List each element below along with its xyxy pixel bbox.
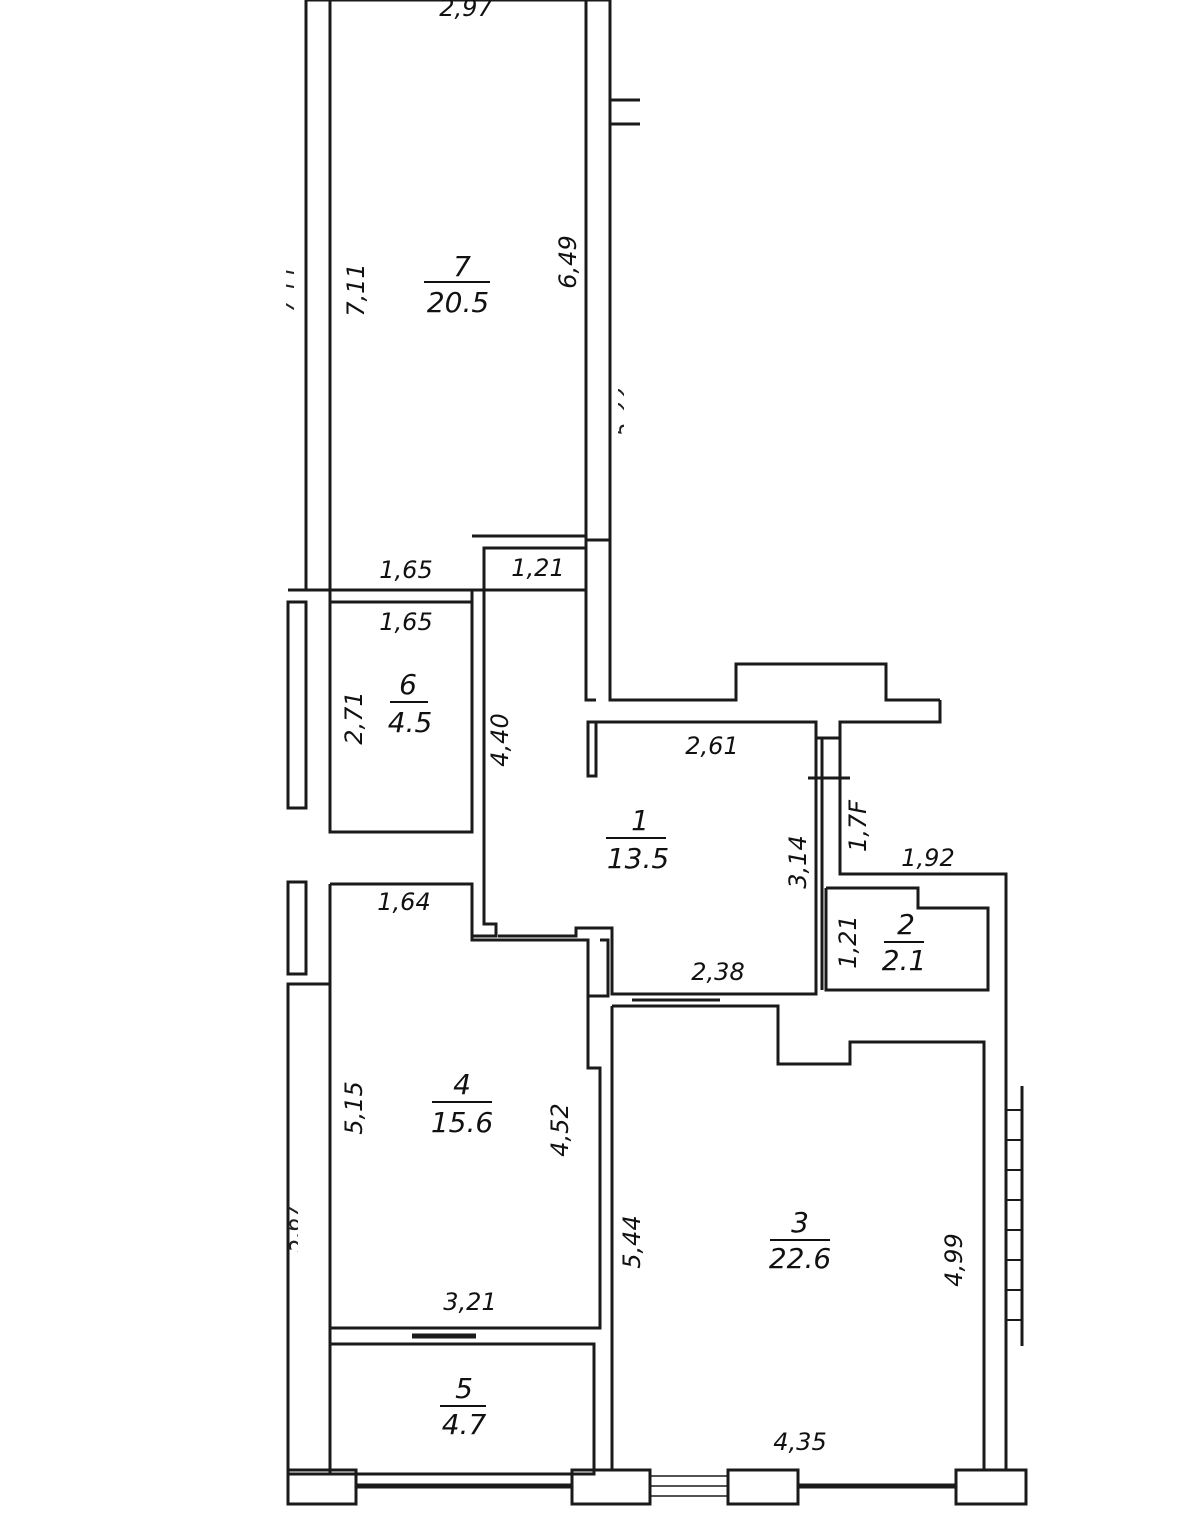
room-5-number: 5	[455, 1372, 473, 1405]
room-4-outline	[328, 882, 602, 1330]
dimension-labels: 2,97 7,11 6,49 1,65 1,65 2,71 1,21 4,40 …	[279, 0, 968, 1456]
balcony-rail-ticks	[1006, 1109, 1022, 1321]
room-1-area: 13.5	[607, 842, 669, 875]
right-partition-upper	[586, 0, 640, 102]
right-partition-main	[608, 122, 940, 702]
room-7-number: 7	[453, 250, 471, 283]
right-partition-inner	[584, 540, 596, 702]
dim-r4-bottom: 3,21	[443, 1288, 496, 1316]
room-3-area: 22.6	[769, 1242, 831, 1275]
room-1-outline	[586, 700, 942, 778]
dim-outer-left-upper: 7,11	[279, 266, 304, 315]
dim-r1-top: 2,61	[685, 732, 738, 760]
dim-outer-mid: 5,22	[611, 388, 636, 437]
dim-r3-right: 4,99	[940, 1233, 968, 1286]
room-6-area: 4.5	[388, 706, 433, 739]
room-7-right-wall	[584, 0, 612, 542]
room-6-number: 6	[399, 668, 417, 701]
dim-r3-left: 5,44	[618, 1215, 646, 1268]
corridor-outline	[330, 534, 588, 938]
room-7-area: 20.5	[427, 286, 489, 319]
room-3-number: 3	[791, 1206, 809, 1239]
dim-r4-right: 4,52	[546, 1103, 574, 1156]
partition-7-6	[328, 588, 474, 604]
dim-r4-left: 5,15	[340, 1081, 368, 1134]
room-4-number: 4	[453, 1068, 471, 1101]
walls	[286, 0, 1028, 1506]
dim-r7-right: 6,49	[554, 235, 582, 288]
bottom-pier-4	[954, 1468, 1028, 1506]
room-1-number: 1	[631, 804, 649, 837]
dim-r6-left: 2,71	[340, 691, 368, 744]
room-5-area: 4.7	[442, 1408, 487, 1441]
room-2-number: 2	[897, 908, 915, 941]
dim-r7-bottom: 1,65	[379, 556, 432, 584]
room-2-area: 2.1	[882, 944, 927, 977]
left-exterior-wall-mid	[286, 600, 308, 810]
dim-r7-top: 2,97	[439, 0, 493, 22]
dim-bath-side: 1,7F	[844, 799, 872, 852]
dim-r7-left: 7,11	[342, 263, 370, 316]
dim-r3-bottom: 4,35	[773, 1428, 826, 1456]
bath-right	[838, 738, 1008, 1470]
room-3-outline	[612, 1004, 986, 1472]
dim-corridor-left: 4,40	[486, 713, 514, 766]
dim-r2-top: 1,92	[901, 844, 954, 872]
room-1-right	[498, 738, 818, 996]
room-4-jog	[588, 938, 610, 998]
dim-r1-bottom: 2,38	[691, 958, 744, 986]
room-2-outline	[824, 886, 990, 992]
dim-r2-left: 1,21	[834, 915, 862, 968]
bottom-pier-3	[726, 1468, 800, 1506]
room-4-area: 15.6	[431, 1106, 493, 1139]
dim-r4-top: 1,64	[377, 888, 430, 916]
left-exterior-wall-upper	[304, 0, 332, 592]
dim-r6-top: 1,65	[379, 608, 432, 636]
dim-outer-left-lower: 5,67	[281, 1204, 306, 1253]
left-exterior-wall-mid2	[286, 880, 308, 976]
dim-r1-right: 3,14	[784, 835, 812, 888]
room-labels: 7 20.5 6 4.5 1 13.5 2 2.1 4 15.6 3 22.6 …	[388, 250, 927, 1441]
dim-corridor-top: 1,21	[511, 554, 564, 582]
room-5-outline	[328, 1342, 596, 1476]
